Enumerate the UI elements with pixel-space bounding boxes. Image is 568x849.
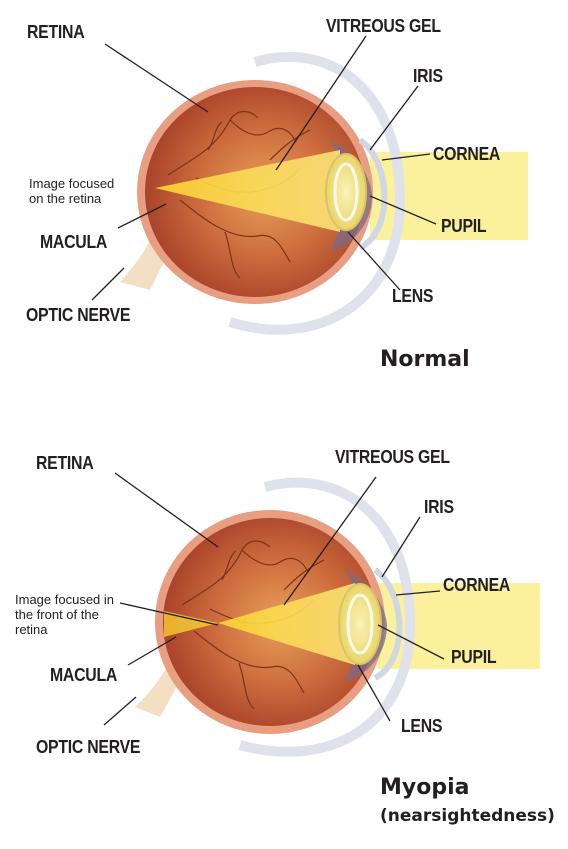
label-lens: LENS [392, 286, 434, 306]
myopia-eye-panel: RETINA VITREOUS GEL IRIS CORNEA PUPIL LE… [0, 425, 568, 849]
leader-lines [91, 35, 437, 301]
label-vitreous-gel: VITREOUS GEL [335, 447, 450, 467]
cornea-shape [373, 567, 403, 681]
sclera-arc [238, 477, 416, 757]
lens-shape [325, 153, 367, 231]
label-retina: RETINA [36, 453, 94, 473]
light-cone [218, 583, 355, 665]
focus-note: Image focused on the retina [29, 176, 115, 206]
label-iris: IRIS [424, 497, 454, 517]
cornea-shape [358, 137, 388, 251]
light-cone [155, 150, 340, 232]
focus-note: Image focused in the front of the retina [15, 592, 115, 637]
optic-nerve-shape [135, 670, 182, 717]
panel-subtitle-myopia: (nearsightedness) [380, 806, 555, 826]
panel-title-myopia: Myopia [380, 775, 470, 800]
label-lens: LENS [401, 716, 443, 736]
sclera-arc [228, 52, 406, 335]
panel-title-normal: Normal [380, 347, 470, 372]
retinal-vessels [167, 110, 311, 279]
normal-eye-panel: RETINA VITREOUS GEL IRIS CORNEA PUPIL LE… [0, 0, 568, 424]
label-cornea: CORNEA [443, 575, 511, 595]
label-macula: MACULA [40, 232, 108, 252]
label-retina: RETINA [27, 22, 85, 42]
label-pupil: PUPIL [441, 216, 487, 236]
label-optic-nerve: OPTIC NERVE [36, 737, 141, 757]
label-macula: MACULA [50, 665, 118, 685]
label-pupil: PUPIL [451, 647, 497, 667]
label-iris: IRIS [413, 66, 443, 86]
myopia-eye-diagram [103, 472, 540, 757]
label-vitreous-gel: VITREOUS GEL [326, 16, 441, 36]
label-optic-nerve: OPTIC NERVE [26, 305, 131, 325]
leader-lines [103, 472, 445, 726]
normal-eye-diagram [91, 35, 528, 335]
lens-shape [338, 583, 382, 665]
diverging-light [164, 611, 218, 637]
label-cornea: CORNEA [433, 144, 501, 164]
